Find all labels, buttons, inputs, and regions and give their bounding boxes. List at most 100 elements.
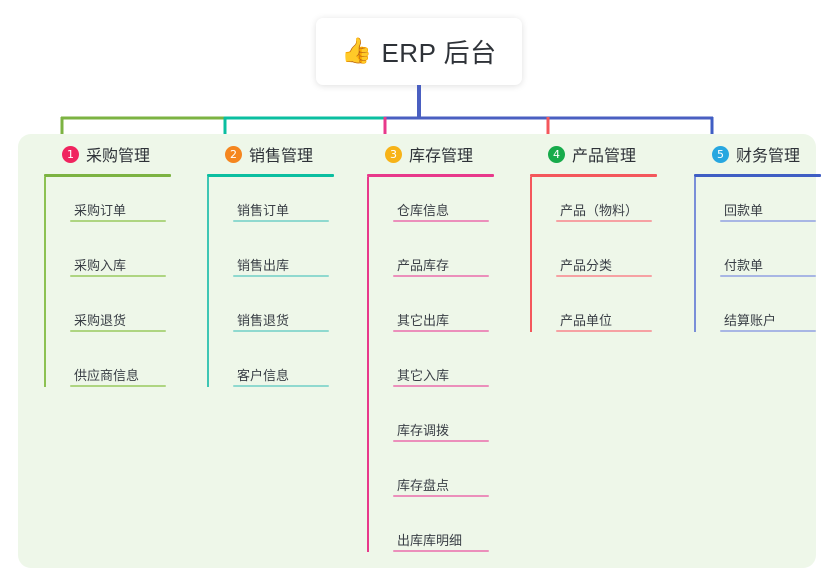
list-item-label: 仓库信息	[397, 203, 450, 218]
list-item-rule	[393, 220, 489, 222]
list-item[interactable]: 结算账户	[720, 287, 839, 342]
column-items-3: 仓库信息产品库存其它出库其它入库库存调拨库存盘点出库库明细	[367, 177, 523, 562]
column-rule-4	[530, 174, 657, 177]
list-item[interactable]: 产品单位	[556, 287, 686, 342]
list-item-label: 产品库存	[397, 258, 450, 273]
column-header-4[interactable]: 4 产品管理	[526, 134, 686, 174]
list-item-rule	[233, 330, 329, 332]
list-item-label: 销售订单	[237, 203, 290, 218]
list-item[interactable]: 库存调拨	[393, 397, 523, 452]
list-item[interactable]: 出库库明细	[393, 507, 523, 562]
list-item-rule	[556, 220, 652, 222]
list-item-rule	[556, 275, 652, 277]
list-item-rule	[233, 385, 329, 387]
list-item-label: 产品分类	[560, 258, 613, 273]
list-item-rule	[70, 275, 166, 277]
column-spine-3	[367, 177, 369, 552]
column-rule-1	[44, 174, 171, 177]
list-item[interactable]: 库存盘点	[393, 452, 523, 507]
list-item[interactable]: 销售出库	[233, 232, 363, 287]
list-item-rule	[720, 275, 816, 277]
list-item[interactable]: 回款单	[720, 177, 839, 232]
column-2: 2 销售管理销售订单销售出库销售退货客户信息	[203, 134, 363, 397]
list-item-label: 采购退货	[74, 313, 127, 328]
column-rule-5	[694, 174, 821, 177]
list-item-rule	[70, 330, 166, 332]
list-item[interactable]: 产品分类	[556, 232, 686, 287]
list-item[interactable]: 采购退货	[70, 287, 200, 342]
column-title-5: 财务管理	[736, 148, 801, 165]
column-badge-1: 1	[62, 145, 79, 163]
list-item[interactable]: 产品（物料）	[556, 177, 686, 232]
column-items-5: 回款单付款单结算账户	[694, 177, 839, 342]
column-5: 5 财务管理回款单付款单结算账户	[690, 134, 839, 342]
list-item[interactable]: 销售订单	[233, 177, 363, 232]
column-title-3: 库存管理	[409, 148, 474, 165]
column-items-1: 采购订单采购入库采购退货供应商信息	[44, 177, 200, 397]
column-header-1[interactable]: 1 采购管理	[40, 134, 200, 174]
column-3: 3 库存管理仓库信息产品库存其它出库其它入库库存调拨库存盘点出库库明细	[363, 134, 523, 562]
column-badge-4: 4	[548, 145, 565, 163]
column-items-4: 产品（物料） 产品分类产品单位	[530, 177, 686, 342]
column-rule-2	[207, 174, 334, 177]
thumbs-up-icon: 👍	[341, 37, 373, 65]
list-item-label: 产品单位	[560, 313, 613, 328]
columns-container: 1 采购管理采购订单采购入库采购退货供应商信息 2 销售管理销售订单销售出库销售退货客…	[18, 134, 821, 568]
list-item[interactable]: 销售退货	[233, 287, 363, 342]
list-item[interactable]: 采购订单	[70, 177, 200, 232]
list-item-rule	[233, 220, 329, 222]
list-item-label: 付款单	[724, 258, 764, 273]
list-item-rule	[393, 330, 489, 332]
column-header-5[interactable]: 5 财务管理	[690, 134, 839, 174]
list-item-label: 回款单	[724, 203, 764, 218]
list-item-label: 采购订单	[74, 203, 127, 218]
list-item-label: 客户信息	[237, 368, 290, 383]
list-item-label: 结算账户	[724, 313, 777, 328]
column-4: 4 产品管理产品（物料） 产品分类产品单位	[526, 134, 686, 342]
list-item-rule	[720, 220, 816, 222]
column-spine-4	[530, 177, 532, 332]
list-item-label: 供应商信息	[74, 368, 140, 383]
list-item-label: 其它出库	[397, 313, 450, 328]
list-item-rule	[720, 330, 816, 332]
list-item-label: 库存盘点	[397, 478, 450, 493]
list-item[interactable]: 其它出库	[393, 287, 523, 342]
column-title-4: 产品管理	[572, 148, 637, 165]
list-item-label: 库存调拨	[397, 423, 450, 438]
list-item-label: 出库库明细	[397, 533, 463, 548]
column-title-2: 销售管理	[249, 148, 314, 165]
list-item-rule	[70, 220, 166, 222]
list-item-label: 其它入库	[397, 368, 450, 383]
list-item[interactable]: 供应商信息	[70, 342, 200, 397]
list-item[interactable]: 客户信息	[233, 342, 363, 397]
list-item[interactable]: 其它入库	[393, 342, 523, 397]
list-item-label: 采购入库	[74, 258, 127, 273]
list-item-rule	[393, 385, 489, 387]
list-item-rule	[393, 440, 489, 442]
list-item-rule	[233, 275, 329, 277]
column-title-1: 采购管理	[86, 148, 151, 165]
column-badge-2: 2	[225, 145, 242, 163]
list-item-label: 产品（物料）	[560, 203, 639, 218]
list-item[interactable]: 采购入库	[70, 232, 200, 287]
column-badge-5: 5	[712, 145, 729, 163]
column-header-2[interactable]: 2 销售管理	[203, 134, 363, 174]
column-spine-5	[694, 177, 696, 332]
list-item-label: 销售出库	[237, 258, 290, 273]
root-title-card[interactable]: 👍 ERP 后台	[316, 18, 522, 85]
column-rule-3	[367, 174, 494, 177]
list-item-rule	[393, 550, 489, 552]
column-badge-3: 3	[385, 145, 402, 163]
list-item-rule	[556, 330, 652, 332]
list-item-rule	[393, 495, 489, 497]
column-items-2: 销售订单销售出库销售退货客户信息	[207, 177, 363, 397]
list-item[interactable]: 付款单	[720, 232, 839, 287]
column-spine-1	[44, 177, 46, 387]
list-item[interactable]: 产品库存	[393, 232, 523, 287]
column-spine-2	[207, 177, 209, 387]
root-title-text: ERP 后台	[381, 38, 497, 68]
list-item[interactable]: 仓库信息	[393, 177, 523, 232]
list-item-rule	[393, 275, 489, 277]
list-item-label: 销售退货	[237, 313, 290, 328]
column-header-3[interactable]: 3 库存管理	[363, 134, 523, 174]
